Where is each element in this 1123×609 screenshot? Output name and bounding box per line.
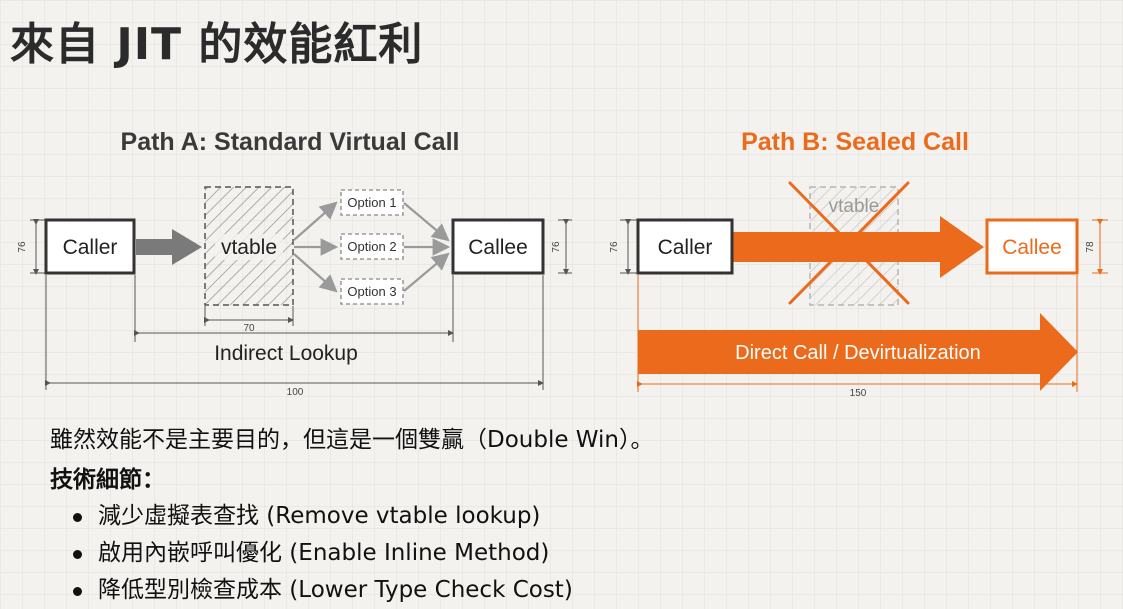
path-b-ghost-vtable-label: vtable: [829, 196, 880, 217]
path-b-crossout-icon: [788, 181, 910, 305]
list-item: 減少虛擬表查找 (Remove vtable lookup): [73, 498, 654, 535]
path-a-total-width-dim: 100: [45, 275, 544, 398]
path-b-callee-height-label: 78: [1085, 241, 1096, 253]
path-a-fanout-arrows: [293, 201, 339, 293]
path-b-direct-arrow: [733, 216, 984, 278]
path-b-callee-box: [985, 218, 1079, 275]
path-b-caller-box: [636, 218, 734, 275]
slide-title: 來自 JIT 的效能紅利: [10, 19, 424, 70]
path-b-caller-label: Caller: [658, 236, 713, 259]
path-a-option-2-label: Option 2: [347, 239, 396, 254]
path-b-direct-label: Direct Call / Devirtualization: [735, 342, 981, 364]
path-a-vtable-width-dim: 70: [204, 306, 294, 334]
path-a-caller-height-label: 76: [17, 241, 28, 253]
path-a-vtable-width-label: 70: [243, 323, 255, 334]
path-a-title: Path A: Standard Virtual Call: [121, 128, 460, 156]
path-b-callee-height-dim: 78: [1085, 219, 1108, 275]
path-a-caller-height-dim: 76: [17, 219, 46, 275]
path-a-callee-box: [451, 218, 545, 275]
path-a-caller-label: Caller: [63, 236, 118, 259]
path-a-option-1-box: [340, 189, 404, 216]
list-item: 降低型別檢查成本 (Lower Type Check Cost): [73, 572, 654, 609]
path-b-direct-call-banner: [638, 313, 1078, 391]
path-a-callee-height-label: 76: [551, 241, 562, 253]
comparison-diagram: Path A: Standard Virtual Call 76 Caller …: [17, 128, 1108, 399]
path-a-option-2-box: [340, 233, 404, 260]
path-a-option-1-label: Option 1: [347, 195, 396, 210]
path-a-caller-box: [44, 218, 136, 275]
path-a-callee-label: Callee: [468, 236, 528, 259]
path-b-total-width-label: 150: [850, 388, 867, 399]
path-b-title: Path B: Sealed Call: [741, 128, 969, 156]
details-heading: 技術細節：: [50, 467, 165, 493]
path-a-caller-arrow: [136, 229, 202, 265]
path-a-converge-arrows: [403, 202, 451, 292]
path-a-option-3-label: Option 3: [347, 284, 396, 299]
path-b-total-width-dim: 150: [637, 275, 1078, 399]
path-a-callee-height-dim: 76: [551, 219, 572, 275]
intro-line: 雖然效能不是主要目的，但這是一個雙贏（Double Win）。: [50, 427, 654, 453]
path-b-caller-height-label: 76: [609, 241, 620, 253]
body-text: 雖然效能不是主要目的，但這是一個雙贏（Double Win）。 技術細節： 減少…: [50, 420, 654, 609]
path-b-callee-label: Callee: [1002, 236, 1062, 259]
path-a-option-3-box: [340, 278, 404, 305]
path-a-vtable-label: vtable: [221, 236, 277, 259]
list-item: 啟用內嵌呼叫優化 (Enable Inline Method): [73, 535, 654, 572]
path-a-total-width-label: 100: [287, 387, 304, 398]
details-list: 減少虛擬表查找 (Remove vtable lookup) 啟用內嵌呼叫優化 …: [50, 498, 654, 609]
path-b-caller-height-dim: 76: [609, 219, 638, 275]
path-a-lookup-span: [134, 275, 454, 342]
path-a-lookup-label: Indirect Lookup: [214, 342, 358, 365]
